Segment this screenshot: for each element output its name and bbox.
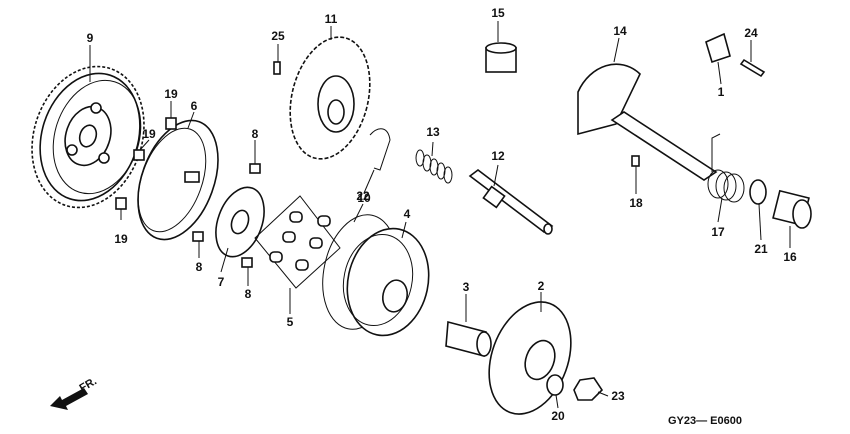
callout-25: 25 [271, 29, 285, 43]
callout-24: 24 [744, 26, 758, 40]
callout-7: 7 [218, 275, 225, 289]
callout-16: 16 [783, 250, 797, 264]
part-23-nut [573, 377, 604, 401]
part-18-bolt [631, 155, 640, 167]
front-arrow: FR. [50, 375, 99, 410]
callout-3: 3 [463, 280, 470, 294]
part-9-starter-gear [31, 65, 145, 209]
leader-lines [89, 21, 791, 409]
part-6-cover [137, 119, 219, 241]
part-14-spindle [577, 63, 718, 181]
callout-1: 1 [718, 85, 725, 99]
part-11-kick-gear [289, 36, 371, 160]
part-3-sleeve [445, 320, 492, 358]
callout-19: 19 [142, 127, 156, 141]
callout-18: 18 [629, 196, 643, 210]
callout-8: 8 [245, 287, 252, 301]
callout-22: 22 [356, 189, 370, 203]
part-7-ramp-plate [215, 186, 265, 258]
part-2-drive-fan [488, 301, 572, 415]
callout-12: 12 [491, 149, 505, 163]
callout-9: 9 [87, 31, 94, 45]
part-10-clip [369, 128, 391, 171]
callout-23: 23 [611, 389, 625, 403]
part-16-bushing [772, 189, 812, 229]
front-label: FR. [78, 375, 99, 394]
part-12-shaft [468, 168, 554, 235]
callout-21: 21 [754, 242, 768, 256]
callout-10: 10 [357, 191, 371, 205]
callouts: 9 19 19 19 6 8 8 7 8 5 25 11 10 22 4 13 … [87, 6, 797, 423]
callout-5: 5 [287, 315, 294, 329]
callout-19: 19 [114, 232, 128, 246]
figure-code: GY23— E0600 [668, 415, 742, 427]
part-25-pin [273, 61, 281, 75]
callout-15: 15 [491, 6, 505, 20]
callout-19: 19 [164, 87, 178, 101]
callout-20: 20 [551, 409, 565, 423]
callout-8: 8 [196, 260, 203, 274]
callout-2: 2 [538, 279, 545, 293]
part-21-washer [749, 179, 767, 205]
part-5-weight-rollers [254, 195, 341, 289]
part-17-return-spring [707, 133, 745, 203]
part-15-collar [485, 42, 517, 73]
part-8-sliders [192, 163, 261, 268]
callout-13: 13 [426, 125, 440, 139]
part-24-bolt [739, 58, 766, 78]
part-13-spring [415, 149, 453, 184]
part-1-plate [705, 32, 731, 64]
callout-14: 14 [613, 24, 627, 38]
callout-8: 8 [252, 127, 259, 141]
callout-6: 6 [191, 99, 198, 113]
part-4-drive-face [342, 227, 430, 337]
part-20-washer [546, 374, 564, 396]
callout-11: 11 [325, 12, 338, 26]
callout-4: 4 [404, 207, 411, 221]
callout-17: 17 [711, 225, 725, 239]
